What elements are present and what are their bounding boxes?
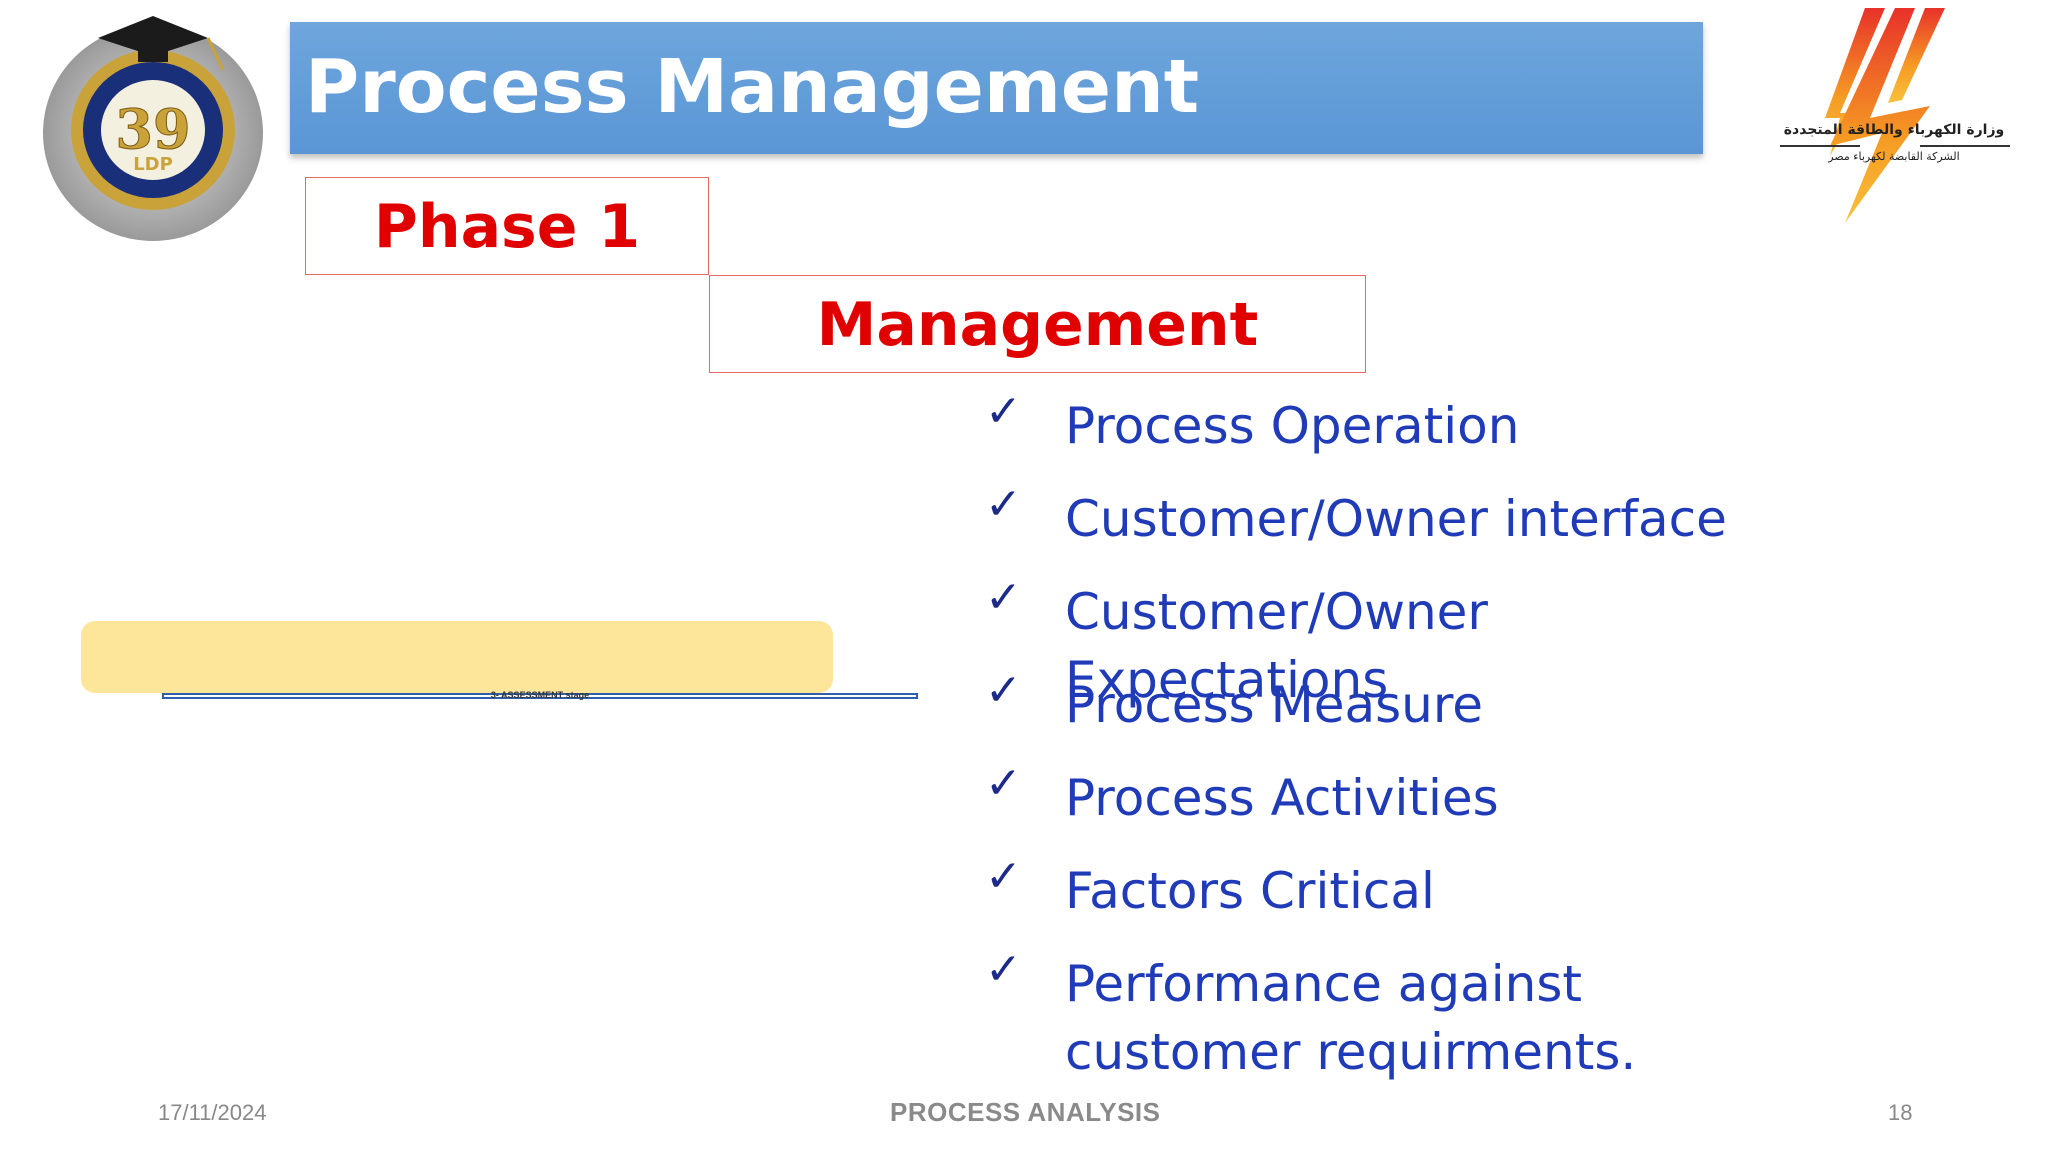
title-banner: Process Management — [290, 22, 1703, 154]
checkmark-icon: ✓ — [985, 758, 1022, 809]
list-item: ✓ Factors Critical — [985, 851, 1825, 925]
assessment-stage-caption: 3- ASSESSMENT stage — [490, 690, 590, 700]
checkmark-icon: ✓ — [985, 572, 1022, 623]
page-number: 18 — [1888, 1100, 1913, 1125]
ministry-name-line1: وزارة الكهرباء والطاقة المتجددة — [1783, 122, 2005, 138]
list-item: ✓ Process Activities — [985, 758, 1825, 832]
list-item-label: Performance against customer requirments… — [1065, 955, 1637, 1081]
management-box: Management — [709, 275, 1366, 373]
list-item: ✓ Process Operation — [985, 386, 1825, 460]
phase-label: Phase 1 — [373, 192, 641, 262]
diagram-assessment-bar — [162, 693, 918, 699]
checkmark-icon: ✓ — [985, 851, 1022, 902]
checkmark-icon: ✓ — [985, 479, 1022, 530]
checkmark-icon: ✓ — [985, 944, 1022, 995]
slide-title: Process Management — [305, 44, 1200, 130]
list-item: ✓ Process Measure — [985, 665, 1825, 739]
ministry-name-line2: الشركة القابضة لكهرباء مصر — [1828, 150, 1960, 163]
management-label: Management — [816, 290, 1259, 360]
list-item: ✓ Customer/Owner interface — [985, 479, 1825, 553]
list-item-label: Customer/Owner interface — [1065, 490, 1727, 548]
svg-text:39: 39 — [115, 97, 190, 161]
ministry-electricity-logo: وزارة الكهرباء والطاقة المتجددة الشركة ا… — [1770, 8, 2018, 228]
checkmark-icon: ✓ — [985, 665, 1022, 716]
list-item-label: Process Operation — [1065, 397, 1520, 455]
list-item: ✓ Customer/Owner Expectations — [985, 572, 1825, 714]
list-item: ✓ Performance against customer requirmen… — [985, 944, 1825, 1086]
checkmark-icon: ✓ — [985, 386, 1022, 437]
list-item-label: Factors Critical — [1065, 862, 1435, 920]
list-item-label: Process Activities — [1065, 769, 1499, 827]
footer-date: 17/11/2024 — [158, 1100, 267, 1125]
ldp-emblem-logo: 39 LDP — [38, 8, 268, 243]
list-item-label: Process Measure — [1065, 676, 1484, 734]
svg-text:LDP: LDP — [133, 154, 173, 175]
diagram-yellow-bar — [81, 621, 833, 693]
footer-title: PROCESS ANALYSIS — [890, 1097, 1161, 1127]
phase-box: Phase 1 — [305, 177, 709, 275]
list-item-label: Customer/Owner Expectations — [1065, 583, 1488, 709]
